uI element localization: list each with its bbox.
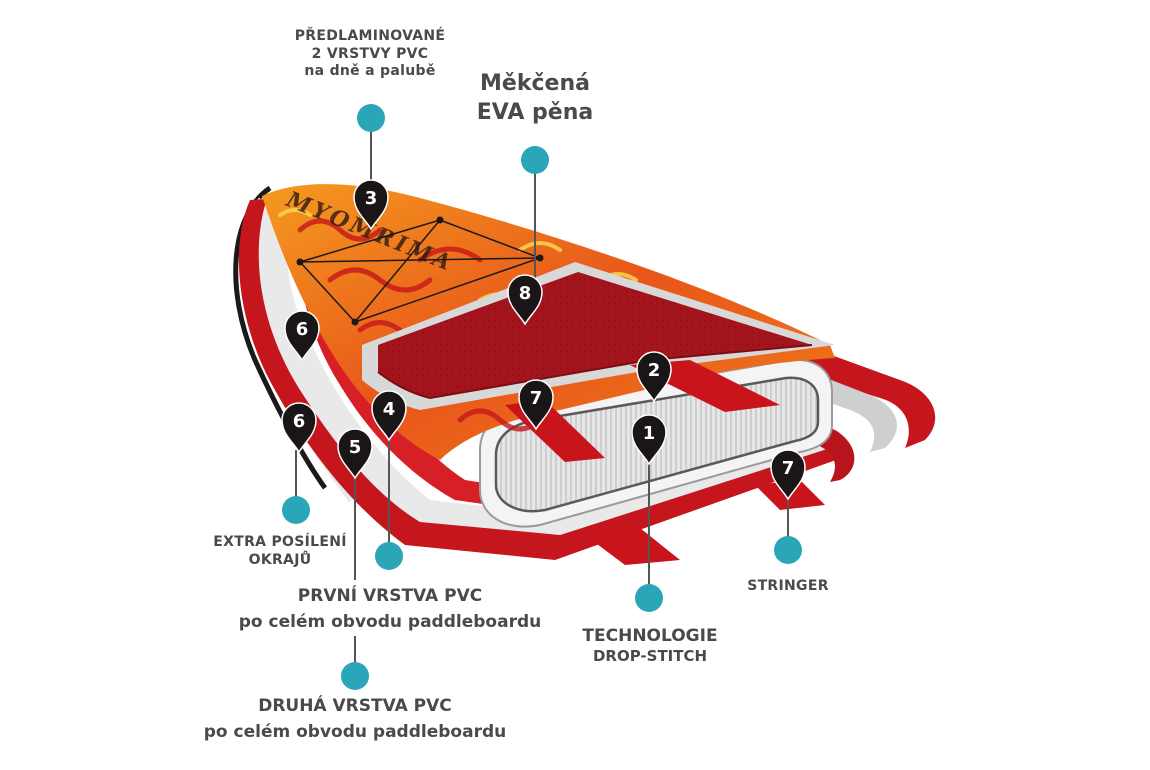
label-druha-line1: DRUHÁ VRSTVA PVC bbox=[258, 696, 452, 716]
marker-7-stringer-left-number: 7 bbox=[530, 388, 543, 409]
dot-predlaminovane bbox=[357, 104, 385, 132]
marker-7-stringer-left: 7 bbox=[518, 379, 554, 431]
marker-6-lower-edge-number: 6 bbox=[293, 411, 306, 432]
label-predlaminovane-line3: na dně a palubě bbox=[304, 63, 436, 79]
marker-7-stringer-right-pin bbox=[770, 449, 806, 501]
marker-8-eva-pad-pin bbox=[507, 274, 543, 326]
marker-4-first-pvc-number: 4 bbox=[383, 399, 396, 420]
marker-7-stringer-right-number: 7 bbox=[782, 458, 795, 479]
label-druha: DRUHÁ VRSTVA PVC po celém obvodu paddleb… bbox=[185, 694, 525, 745]
deck-pattern-swirls bbox=[297, 218, 543, 432]
label-predlaminovane-line1: PŘEDLAMINOVANÉ bbox=[294, 28, 446, 44]
dot-technologie bbox=[635, 584, 663, 612]
label-predlaminovane: PŘEDLAMINOVANÉ 2 VRSTVY PVC na dně a pal… bbox=[265, 28, 475, 81]
label-prvni-line2: po celém obvodu paddleboardu bbox=[238, 611, 542, 632]
deck-pattern-accents bbox=[278, 208, 638, 302]
marker-6-lower-edge: 6 bbox=[281, 402, 317, 454]
tail-deck-red-top bbox=[790, 340, 936, 448]
edge-layers bbox=[233, 185, 851, 560]
label-predlaminovane-line2: 2 VRSTVY PVC bbox=[311, 45, 429, 62]
marker-4-first-pvc-pin bbox=[371, 390, 407, 442]
label-extra: EXTRA POSÍLENÍ OKRAJŮ bbox=[195, 534, 365, 569]
label-eva-line2: EVA pěna bbox=[476, 99, 594, 125]
marker-1-drop-stitch-number: 1 bbox=[643, 423, 656, 444]
marker-5-second-pvc-number: 5 bbox=[349, 437, 362, 458]
eva-pad bbox=[378, 272, 812, 398]
dot-stringer bbox=[774, 536, 802, 564]
marker-4-first-pvc: 4 bbox=[371, 390, 407, 442]
marker-2-core-top: 2 bbox=[636, 351, 672, 403]
deck: MYOMRIMA bbox=[262, 184, 835, 460]
label-stringer: STRINGER bbox=[730, 578, 846, 596]
label-extra-line1: EXTRA POSÍLENÍ bbox=[213, 534, 347, 550]
bungee-anchors bbox=[296, 216, 544, 326]
marker-8-eva-pad: 8 bbox=[507, 274, 543, 326]
marker-1-drop-stitch: 1 bbox=[631, 414, 667, 466]
marker-7-stringer-left-pin bbox=[518, 379, 554, 431]
marker-6-upper-edge-number: 6 bbox=[296, 319, 309, 340]
eva-pad-edge bbox=[377, 344, 813, 400]
label-technologie-line2: DROP-STITCH bbox=[592, 647, 708, 666]
label-stringer-line1: STRINGER bbox=[747, 578, 829, 594]
marker-6-upper-edge: 6 bbox=[284, 310, 320, 362]
label-extra-line2: OKRAJŮ bbox=[248, 551, 312, 568]
dot-extra bbox=[282, 496, 310, 524]
label-eva-line1: Měkčená bbox=[480, 71, 590, 96]
marker-3-deck: 3 bbox=[353, 179, 389, 231]
dot-eva bbox=[521, 146, 549, 174]
marker-2-core-top-number: 2 bbox=[648, 360, 661, 381]
label-eva: Měkčená EVA pěna bbox=[455, 70, 615, 127]
marker-6-lower-edge-pin bbox=[281, 402, 317, 454]
label-prvni: PRVNÍ VRSTVA PVC po celém obvodu paddleb… bbox=[220, 584, 560, 635]
label-prvni-line1: PRVNÍ VRSTVA PVC bbox=[297, 586, 483, 606]
marker-3-deck-pin bbox=[353, 179, 389, 231]
dot-druha bbox=[341, 662, 369, 690]
marker-2-core-top-pin bbox=[636, 351, 672, 403]
marker-7-stringer-right: 7 bbox=[770, 449, 806, 501]
callout-dots bbox=[282, 104, 802, 690]
label-technologie: TECHNOLOGIE DROP-STITCH bbox=[560, 626, 740, 666]
marker-8-eva-pad-number: 8 bbox=[519, 283, 532, 304]
dot-prvni bbox=[375, 542, 403, 570]
label-druha-line2: po celém obvodu paddleboardu bbox=[203, 721, 507, 742]
marker-6-upper-edge-pin bbox=[284, 310, 320, 362]
label-technologie-line1: TECHNOLOGIE bbox=[582, 626, 718, 646]
marker-1-drop-stitch-pin bbox=[631, 414, 667, 466]
numbered-markers: 3 8 6 6 45 7 2 1 7 bbox=[281, 179, 806, 501]
marker-5-second-pvc-pin bbox=[337, 428, 373, 480]
stringer-bottom-center bbox=[585, 528, 680, 565]
marker-3-deck-number: 3 bbox=[365, 188, 378, 209]
marker-5-second-pvc: 5 bbox=[337, 428, 373, 480]
